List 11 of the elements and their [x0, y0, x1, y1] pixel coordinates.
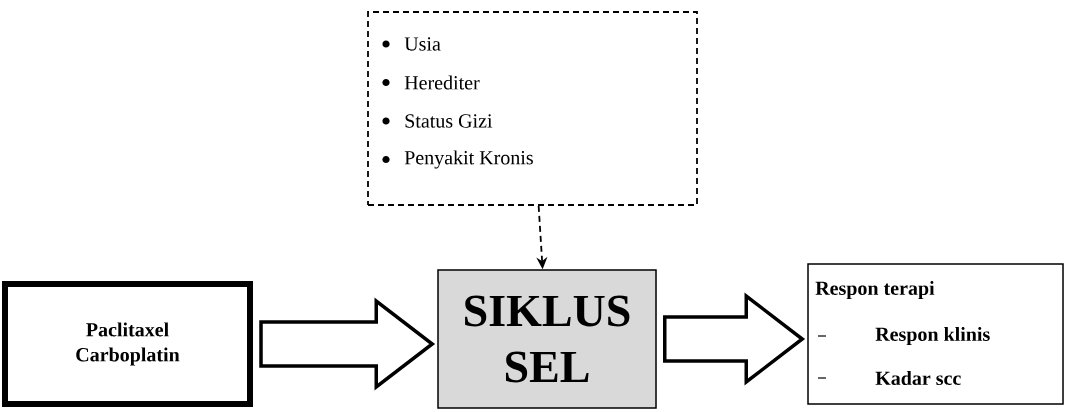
process-box: SIKLUS SEL — [437, 269, 657, 409]
drug-box: Paclitaxel Carboplatin — [2, 281, 253, 407]
list-item: Kadar scc — [817, 370, 961, 386]
list-item: Respon klinis — [817, 326, 990, 346]
bullet-item: Usia — [382, 37, 441, 51]
bullet-item: Status Gizi — [382, 114, 493, 128]
heading: Respon terapi — [815, 280, 935, 300]
block-arrow — [259, 297, 436, 391]
bullet-item: Herediter — [382, 75, 480, 90]
block-arrow — [663, 292, 806, 386]
bullet-item: Penyakit Kronis — [382, 150, 533, 169]
